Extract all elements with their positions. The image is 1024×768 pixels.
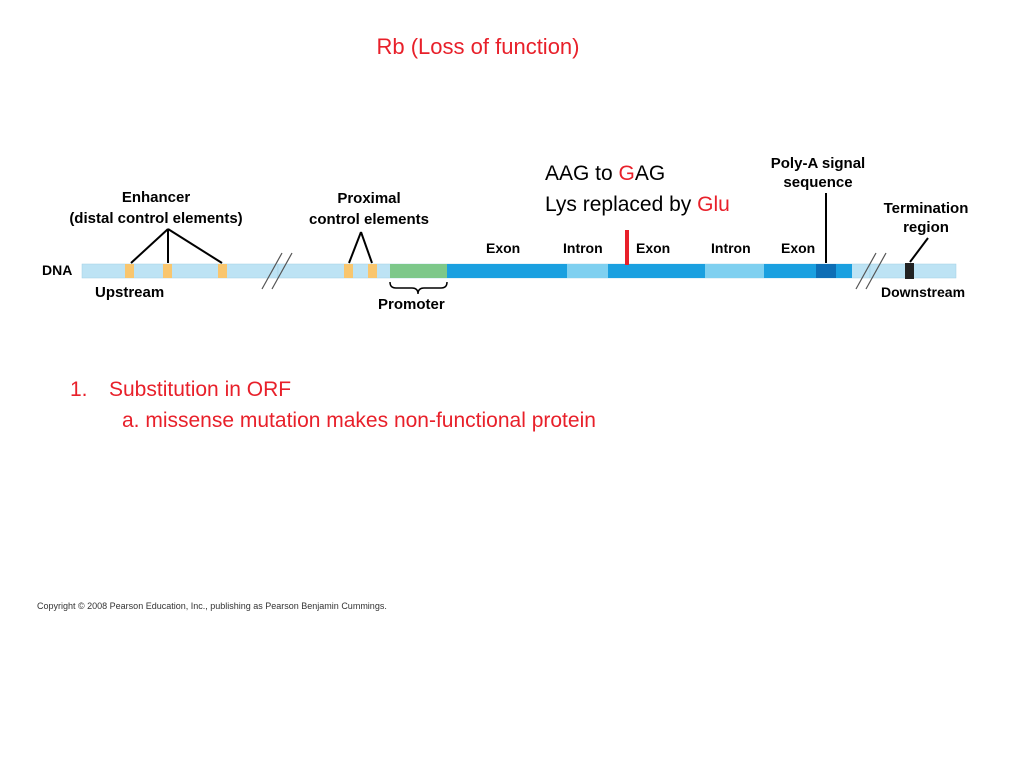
list-subitem: a. missense mutation makes non-functiona… [122, 409, 596, 432]
codon-change: AAG to GAG [545, 162, 666, 185]
enhancer-element-1 [125, 264, 134, 278]
break-mark [865, 252, 887, 290]
proximal-pointer [348, 231, 362, 264]
promoter-region [390, 264, 447, 278]
dna-label: DNA [42, 262, 73, 278]
intron-label-2: Intron [711, 240, 751, 256]
polya-label: Poly-A signal sequence [770, 155, 866, 191]
amino-acid-change: Lys replaced by Glu [545, 193, 730, 216]
proximal-label: Proximal control elements [308, 190, 430, 228]
slide-title: Rb (Loss of function) [376, 34, 580, 59]
mutation-description: AAG to GAG Lys replaced by Glu [545, 158, 730, 220]
enhancer-pointer [167, 228, 223, 264]
polya-signal [816, 264, 836, 278]
intron-label-1: Intron [563, 240, 603, 256]
termination-region [905, 263, 914, 279]
exon-2 [608, 264, 705, 278]
exon-label-1: Exon [486, 240, 521, 256]
enhancer-pointer [130, 228, 169, 264]
list-item: 1.Substitution in ORF [70, 378, 292, 401]
enhancer-label: Enhancer (distal control elements) [69, 189, 243, 227]
downstream-label: Downstream [881, 284, 966, 300]
proximal-element-1 [344, 264, 353, 278]
mutation-marker [625, 230, 629, 265]
exon-label-2: Exon [636, 240, 671, 256]
proximal-element-2 [368, 264, 377, 278]
exon-1 [447, 264, 567, 278]
intron-2 [705, 264, 764, 278]
notes-list: 1.Substitution in ORF a. missense mutati… [70, 374, 596, 436]
break-mark [261, 252, 283, 290]
enhancer-element-2 [163, 264, 172, 278]
promoter-label: Promoter [378, 296, 445, 313]
dna-strand-left [81, 263, 279, 279]
promoter-brace [389, 281, 448, 295]
enhancer-element-3 [218, 264, 227, 278]
break-mark [271, 252, 293, 290]
termination-pointer [909, 237, 929, 263]
exon-3 [764, 264, 852, 278]
break-mark [855, 252, 877, 290]
termination-label: Termination region [883, 200, 969, 236]
upstream-label: Upstream [95, 284, 165, 301]
proximal-pointer [360, 231, 373, 264]
exon-label-3: Exon [781, 240, 816, 256]
copyright-text: Copyright © 2008 Pearson Education, Inc.… [37, 601, 387, 611]
intron-1 [567, 264, 608, 278]
